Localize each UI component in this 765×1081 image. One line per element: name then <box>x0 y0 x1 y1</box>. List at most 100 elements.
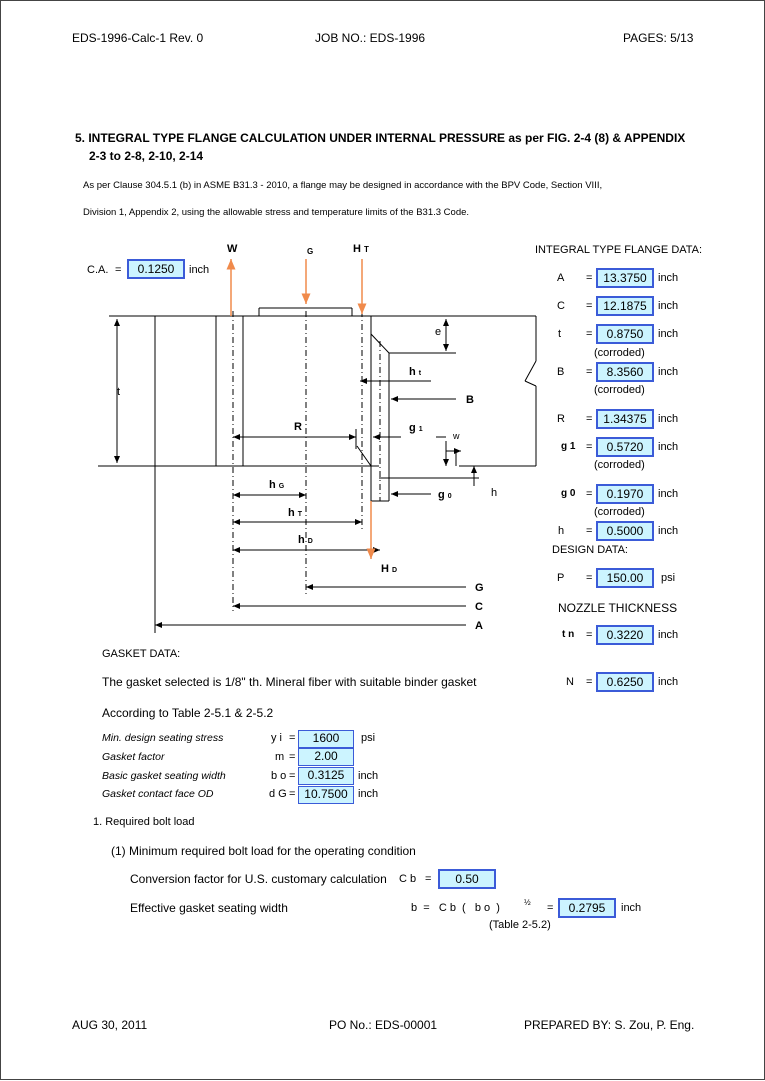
note-g0: (corroded) <box>594 506 645 518</box>
note-g1: (corroded) <box>594 459 645 471</box>
sym-p: P <box>557 572 565 584</box>
eff-width-ref: (Table 2-5.2) <box>489 919 551 931</box>
unit-g1: inch <box>658 441 679 453</box>
bolt-item-1: 1. Required bolt load <box>93 816 195 828</box>
gasket-sym-yi: y i <box>271 732 282 744</box>
page-count: PAGES: 5/13 <box>623 31 694 45</box>
gasket-label-m: Gasket factor <box>102 751 165 763</box>
sym-b: B <box>557 366 565 378</box>
gasket-value-bo: 0.3125 <box>298 767 354 785</box>
footer-date: AUG 30, 2011 <box>72 1018 148 1032</box>
gasket-label-bo: Basic gasket seating width <box>102 770 226 782</box>
sym-g0: g 0 <box>561 488 576 499</box>
sym-c: C <box>557 300 565 312</box>
footer-po: PO No.: EDS-00001 <box>329 1018 438 1032</box>
sym-h: h <box>558 525 565 537</box>
gasket-value-yi: 1600 <box>298 730 354 748</box>
gasket-unit-bo: inch <box>358 770 379 782</box>
value-p: 150.00 <box>596 568 654 588</box>
gasket-label-dg: Gasket contact face OD <box>102 788 214 800</box>
conv-factor-value: 0.50 <box>438 869 496 889</box>
gasket-unit-yi: psi <box>361 732 376 744</box>
label-c-dim: C <box>475 601 483 613</box>
value-t: 0.8750 <box>596 324 654 344</box>
note-t: (corroded) <box>594 347 645 359</box>
doc-id: EDS-1996-Calc-1 Rev. 0 <box>72 31 204 45</box>
conv-factor-sym: C b <box>399 873 417 885</box>
unit-r: inch <box>658 413 679 425</box>
ca-value: 0.1250 <box>127 259 185 279</box>
section-title-cont: 2-3 to 2-8, 2-10, 2-14 <box>89 149 204 163</box>
label-g-top: G <box>307 247 314 256</box>
label-w-small: w <box>453 431 460 441</box>
ca-unit: inch <box>189 264 210 276</box>
design-data-title: DESIGN DATA: <box>552 544 628 556</box>
value-a: 13.3750 <box>596 268 654 288</box>
label-w: W <box>227 243 238 255</box>
unit-a: inch <box>658 272 679 284</box>
unit-n: inch <box>658 676 679 688</box>
sym-tn: t n <box>562 629 575 640</box>
eff-width-exponent: ½ <box>524 898 531 907</box>
unit-t: inch <box>658 328 679 340</box>
nozzle-title: NOZZLE THICKNESS <box>558 601 678 615</box>
gasket-sym-dg: d G <box>269 788 287 800</box>
value-c: 12.1875 <box>596 296 654 316</box>
label-b: B <box>466 394 474 406</box>
label-r: R <box>294 421 302 433</box>
gasket-label-yi: Min. design seating stress <box>102 732 224 744</box>
bolt-subitem-1: (1) Minimum required bolt load for the o… <box>111 844 416 858</box>
value-b: 8.3560 <box>596 362 654 382</box>
gasket-value-dg: 10.7500 <box>298 786 354 804</box>
eff-width-value: 0.2795 <box>558 898 616 918</box>
unit-c: inch <box>658 300 679 312</box>
gasket-unit-dg: inch <box>358 788 379 800</box>
value-r: 1.34375 <box>596 409 654 429</box>
value-g0: 0.1970 <box>596 484 654 504</box>
value-tn: 0.3220 <box>596 625 654 645</box>
intro-text-cont: Division 1, Appendix 2, using the allowa… <box>83 207 470 218</box>
sym-n: N <box>566 676 574 688</box>
sym-r: R <box>557 413 565 425</box>
label-h: h <box>491 487 498 499</box>
value-h: 0.5000 <box>596 521 654 541</box>
eff-width-formula: b = C b ( b o ) <box>411 902 500 914</box>
gasket-sym-m: m <box>275 751 285 763</box>
label-a-dim: A <box>475 620 483 632</box>
eff-width-label: Effective gasket seating width <box>130 901 288 915</box>
gasket-selected: The gasket selected is 1/8" th. Mineral … <box>102 675 477 689</box>
job-number: JOB NO.: EDS-1996 <box>315 31 426 45</box>
gasket-sym-bo: b o <box>271 770 287 782</box>
gasket-table-ref: According to Table 2-5.1 & 2-5.2 <box>102 706 274 720</box>
intro-text: As per Clause 304.5.1 (b) in ASME B31.3 … <box>83 180 603 191</box>
value-g1: 0.5720 <box>596 437 654 457</box>
unit-g0: inch <box>658 488 679 500</box>
unit-b: inch <box>658 366 679 378</box>
ca-eq: = <box>115 264 122 276</box>
gasket-value-m: 2.00 <box>298 748 354 766</box>
flange-data-title: INTEGRAL TYPE FLANGE DATA: <box>535 244 703 256</box>
sym-g1: g 1 <box>561 441 576 452</box>
note-b: (corroded) <box>594 384 645 396</box>
sym-t: t <box>558 328 562 340</box>
label-g-dim: G <box>475 582 484 594</box>
value-n: 0.6250 <box>596 672 654 692</box>
unit-tn: inch <box>658 629 679 641</box>
label-e: e <box>435 326 442 338</box>
section-title: 5. INTEGRAL TYPE FLANGE CALCULATION UNDE… <box>75 131 686 145</box>
ca-label: C.A. <box>87 264 109 276</box>
unit-h: inch <box>658 525 679 537</box>
sym-a: A <box>557 272 565 284</box>
conv-factor-label: Conversion factor for U.S. customary cal… <box>130 872 387 886</box>
label-t: t <box>117 386 121 398</box>
gasket-title: GASKET DATA: <box>102 648 181 660</box>
